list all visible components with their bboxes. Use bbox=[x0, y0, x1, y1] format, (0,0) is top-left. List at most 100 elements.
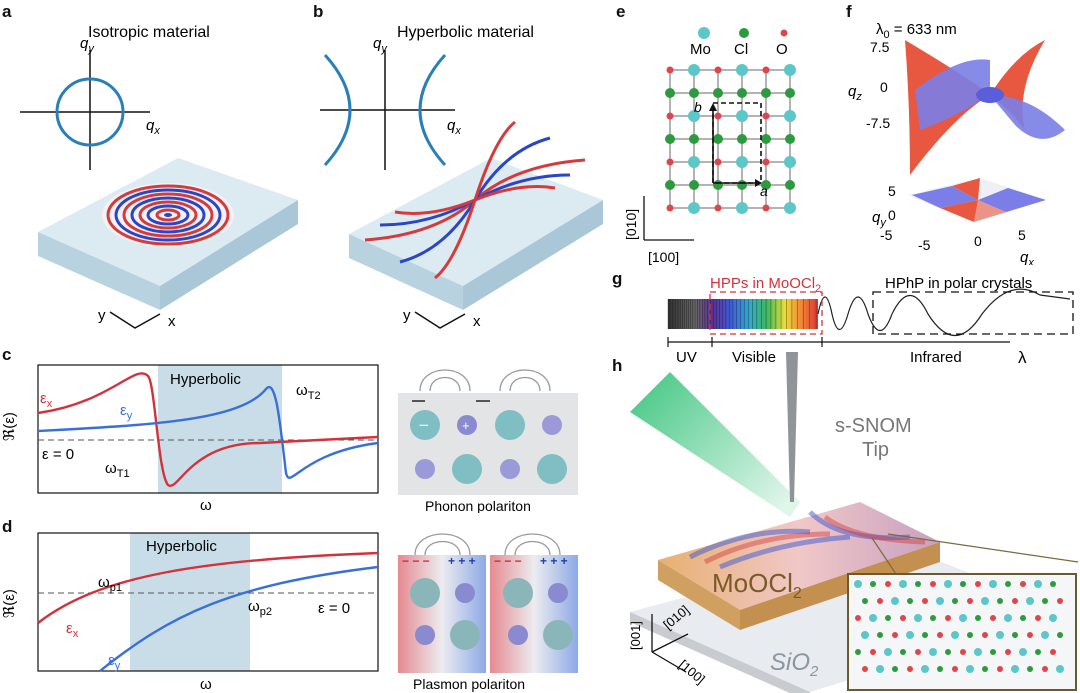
svg-text:− − −: − − − bbox=[402, 554, 430, 568]
cl-atom bbox=[1020, 615, 1026, 621]
svg-text:+: + bbox=[462, 418, 470, 433]
mo-atom bbox=[944, 580, 952, 588]
panel-label: c bbox=[2, 345, 12, 364]
cl-atom bbox=[892, 666, 898, 672]
panel-label: h bbox=[612, 356, 623, 375]
hphp-label: HPhP in polar crystals bbox=[885, 275, 1032, 292]
o-atom bbox=[714, 112, 722, 120]
o-atom bbox=[1057, 598, 1063, 604]
eps-x-label: εx bbox=[66, 620, 79, 640]
zoom-inset bbox=[847, 573, 1077, 691]
cl-atom bbox=[713, 180, 723, 190]
o-atom bbox=[714, 158, 722, 166]
cl-atom bbox=[952, 598, 958, 604]
cl-atom bbox=[990, 649, 996, 655]
o-atom bbox=[960, 649, 966, 655]
dir-100: [100] bbox=[648, 249, 679, 265]
panel-label: g bbox=[612, 269, 623, 288]
cl-atom bbox=[915, 581, 921, 587]
o-atom bbox=[870, 649, 876, 655]
omega-p2-label: ωp2 bbox=[248, 598, 272, 618]
hpp-label: HPPs in MoOCl2 bbox=[710, 275, 821, 295]
hyperbolic-diagram: qy qx Hyperbolic material y x bbox=[320, 24, 603, 330]
cl-atom bbox=[785, 134, 795, 144]
lambda-axis: λ bbox=[1018, 348, 1027, 367]
cl-atom bbox=[713, 134, 723, 144]
cl-atom bbox=[862, 598, 868, 604]
hyperbolic-wavefronts bbox=[364, 120, 586, 280]
panel-title: Hyperbolic material bbox=[397, 24, 534, 41]
o-atom bbox=[877, 598, 883, 604]
o-atom bbox=[1020, 581, 1026, 587]
o-atom bbox=[1042, 666, 1048, 672]
o-atom bbox=[714, 66, 722, 74]
panel-a: a qy qx Isotropic material y x bbox=[0, 0, 300, 340]
mo-atom bbox=[736, 156, 748, 168]
mo-atom bbox=[1011, 665, 1019, 673]
mo-atom bbox=[891, 597, 899, 605]
svg-text:-5: -5 bbox=[918, 237, 931, 253]
cl-atom bbox=[907, 598, 913, 604]
hyperboloid-surfaces bbox=[905, 40, 1065, 175]
panel-f: f λ0 = 633 nm 7.5 0 -7.5 qz 5 0 -5 qy -5… bbox=[840, 0, 1080, 265]
cl-atom bbox=[665, 180, 675, 190]
mo-atom bbox=[784, 156, 796, 168]
o-atom bbox=[937, 632, 943, 638]
region-label: Hyperbolic bbox=[146, 538, 217, 555]
lambda-label: λ0 = 633 nm bbox=[876, 21, 957, 41]
o-atom bbox=[982, 632, 988, 638]
o-atom bbox=[1027, 632, 1033, 638]
vector-a: a bbox=[760, 183, 768, 199]
isofrequency-surface: λ0 = 633 nm 7.5 0 -7.5 qz 5 0 -5 qy -5 0… bbox=[848, 21, 1065, 265]
mo-atom bbox=[929, 648, 937, 656]
mo-atom bbox=[688, 202, 700, 214]
cl-atom bbox=[1035, 649, 1041, 655]
o-atom bbox=[892, 632, 898, 638]
cl-atom bbox=[689, 134, 699, 144]
mo-atom bbox=[736, 110, 748, 122]
o-atom bbox=[975, 581, 981, 587]
o-atom bbox=[885, 581, 891, 587]
cl-atom bbox=[689, 88, 699, 98]
inset-atoms bbox=[854, 580, 1064, 673]
o-atom bbox=[666, 112, 674, 120]
qy-label: qy bbox=[872, 209, 887, 229]
cl-atom bbox=[761, 180, 771, 190]
dir-010: [010] bbox=[623, 209, 639, 240]
mo-atom bbox=[1041, 631, 1049, 639]
cl-atom bbox=[877, 632, 883, 638]
eps-x-curve bbox=[37, 551, 379, 624]
dir-001: [001] bbox=[628, 621, 643, 650]
region-label: Hyperbolic bbox=[170, 371, 241, 388]
phonon-schematic: − + bbox=[398, 369, 578, 495]
svg-text:− − −: − − − bbox=[494, 554, 522, 568]
omega-t2-label: ωT2 bbox=[296, 382, 321, 402]
mo-atom bbox=[869, 614, 877, 622]
cl-atom bbox=[737, 134, 747, 144]
panel-label: d bbox=[2, 517, 13, 536]
isotropic-diagram: qy qx Isotropic material y x bbox=[20, 24, 298, 330]
hyperbola-right bbox=[418, 53, 447, 167]
panel-g: g HPPs in MoOCl2 HPhP in polar crystals bbox=[610, 265, 1080, 370]
cl-atom bbox=[855, 649, 861, 655]
o-atom bbox=[900, 615, 906, 621]
permittivity-plot-phonon: Hyperbolic ℜ(ε) ω εx εy ωT2 ωT1 ε = 0 − … bbox=[1, 364, 578, 513]
cl-atom bbox=[761, 88, 771, 98]
o-atom bbox=[907, 666, 913, 672]
svg-text:-5: -5 bbox=[880, 227, 893, 243]
panel-e: e Mo Cl O a b [010] [100] bbox=[610, 0, 840, 265]
hyperbola-left bbox=[323, 53, 352, 167]
visible-label: Visible bbox=[732, 349, 776, 366]
mo-atom bbox=[921, 665, 929, 673]
flake-top bbox=[658, 502, 940, 610]
o-atom bbox=[990, 615, 996, 621]
cl-atom bbox=[665, 134, 675, 144]
permittivity-plot-plasmon: Hyperbolic ℜ(ε) ω ωp1 ωp2 ε = 0 εx εy − … bbox=[1, 532, 578, 693]
legend-mo: Mo bbox=[690, 41, 711, 58]
o-atom bbox=[862, 666, 868, 672]
eps-x-curve bbox=[37, 372, 379, 488]
mo-atom bbox=[688, 110, 700, 122]
cl-atom bbox=[1012, 632, 1018, 638]
epsilon-zero-label: ε = 0 bbox=[42, 446, 74, 463]
panel-label: f bbox=[846, 2, 852, 21]
